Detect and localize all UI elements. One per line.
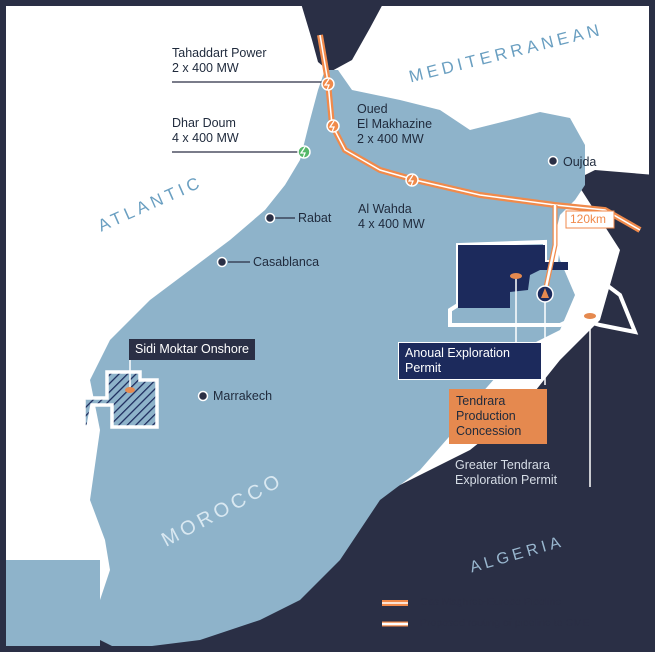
distance-tag-bg <box>565 210 615 229</box>
oujda-marker <box>547 155 559 167</box>
tendrara-field-icon <box>536 285 554 303</box>
tahaddart-name: Tahaddart Power <box>172 46 267 60</box>
oued-name-line2: El Makhazine <box>357 117 433 131</box>
tahaddart-plant-icon <box>321 77 335 91</box>
al-wahda-capacity: 4 x 400 MW <box>358 217 425 231</box>
tendrara-label-line2: Production <box>456 409 516 423</box>
anoual-field-icon <box>510 273 522 279</box>
marrakech-label: Marrakech <box>213 389 273 403</box>
greater-tendrara-field-icon <box>584 313 596 319</box>
anoual-label-line2: Permit <box>405 361 442 375</box>
morocco-land <box>90 70 585 650</box>
oujda-label: Oujda <box>563 155 597 169</box>
rabat-marker <box>264 212 276 224</box>
distance-label: 120km <box>570 212 607 226</box>
tendrara-label-box: Tendrara Production Concession <box>449 389 547 444</box>
al-wahda-name: Al Wahda <box>358 202 412 216</box>
tahaddart-capacity: 2 x 400 MW <box>172 61 239 75</box>
oued-plant-icon <box>326 119 340 133</box>
sidi-moktar-label: Sidi Moktar Onshore <box>129 339 255 360</box>
marrakech-marker <box>197 390 209 402</box>
tendrara-label-line3: Concession <box>456 424 522 438</box>
oued-name-line1: Oued <box>357 102 388 116</box>
dhar-doum-plant-icon <box>297 145 311 159</box>
al-wahda-plant-icon <box>405 173 419 187</box>
morocco-south <box>0 560 100 652</box>
sidi-moktar-area <box>82 370 159 429</box>
gme-pipeline-core <box>319 34 641 231</box>
dhar-doum-name: Dhar Doum <box>172 116 236 130</box>
legend-gme-label: Gas Maghreb-Europe Pipeline <box>420 596 562 608</box>
greater-tendrara-line2: Exploration Permit <box>455 473 558 487</box>
anoual-label-line1: Anoual Exploration <box>405 346 510 360</box>
greater-tendrara-line1: Greater Tendrara <box>455 458 550 472</box>
tendrara-label-line1: Tendrara <box>456 394 506 408</box>
legend-proposed-label: Proposed routing of pipeline to GME <box>420 617 590 629</box>
dhar-doum-capacity: 4 x 400 MW <box>172 131 239 145</box>
algeria-land <box>0 170 655 652</box>
proposed-pipeline-core <box>543 205 557 293</box>
anoual-label-box: Anoual Exploration Permit <box>398 342 542 380</box>
sidi-moktar-field-icon <box>125 387 135 393</box>
casablanca-label: Casablanca <box>253 255 320 269</box>
casablanca-marker <box>216 256 228 268</box>
rabat-label: Rabat <box>298 211 332 225</box>
oued-capacity: 2 x 400 MW <box>357 132 424 146</box>
